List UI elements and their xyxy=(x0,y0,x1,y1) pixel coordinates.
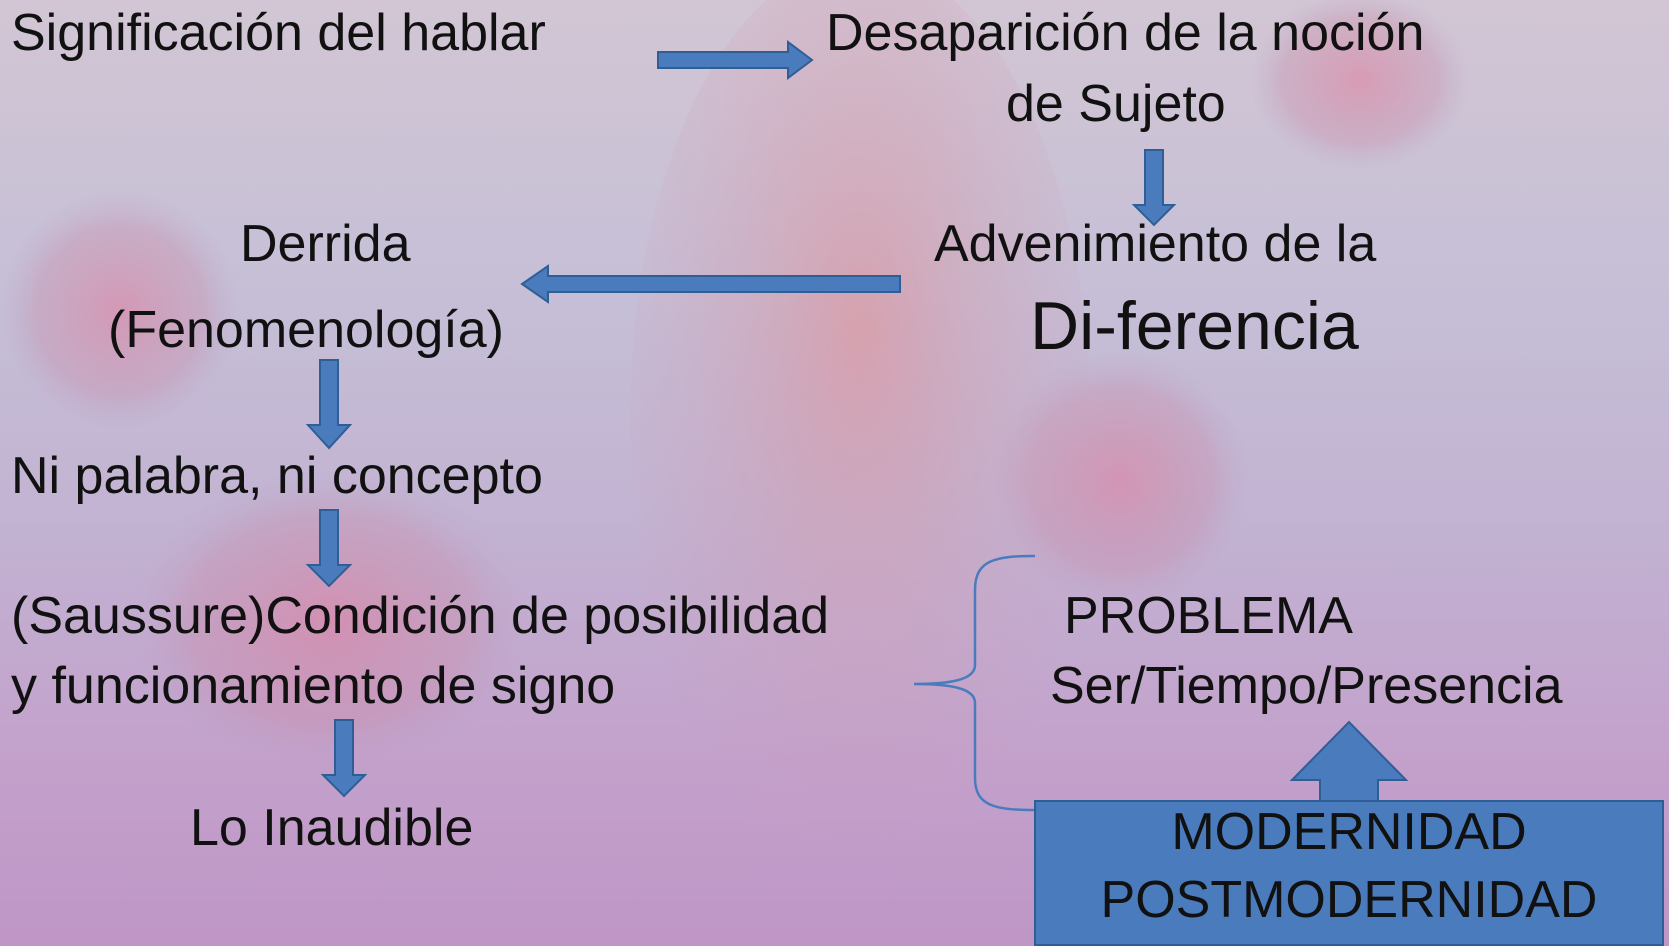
node-ni-palabra: Ni palabra, ni concepto xyxy=(11,447,543,505)
box-postmodernidad: POSTMODERNIDAD xyxy=(1100,871,1598,929)
node-problema: PROBLEMA xyxy=(1064,587,1353,645)
node-significacion: Significación del hablar xyxy=(11,4,546,62)
arrow-up-block-icon xyxy=(1289,720,1409,803)
node-ser-tiempo-presencia: Ser/Tiempo/Presencia xyxy=(1050,657,1563,715)
sphere-decoration xyxy=(0,190,240,430)
arrow-down-icon xyxy=(1131,149,1177,227)
node-desaparicion-line2: de Sujeto xyxy=(1006,75,1226,133)
node-saussure-line1: (Saussure)Condición de posibilidad xyxy=(11,587,830,645)
sphere-decoration xyxy=(1250,0,1470,170)
arrow-right-icon xyxy=(657,40,814,80)
brace-icon xyxy=(913,554,1036,812)
modernidad-box: MODERNIDAD POSTMODERNIDAD xyxy=(1034,800,1664,946)
arrow-down-icon xyxy=(305,509,353,588)
box-modernidad: MODERNIDAD xyxy=(1171,803,1527,861)
arrow-left-icon xyxy=(520,264,901,304)
node-derrida: Derrida xyxy=(240,215,411,273)
node-desaparicion-line1: Desaparición de la noción xyxy=(826,4,1425,62)
node-diferencia: Di-ferencia xyxy=(1030,288,1359,364)
node-saussure-line2: y funcionamiento de signo xyxy=(11,657,616,715)
node-advenimiento: Advenimiento de la xyxy=(934,215,1377,273)
arrow-down-icon xyxy=(320,719,368,798)
node-lo-inaudible: Lo Inaudible xyxy=(190,799,474,857)
sphere-decoration xyxy=(130,470,530,770)
arrow-down-icon xyxy=(305,359,353,450)
node-fenomenologia: (Fenomenología) xyxy=(108,301,504,359)
